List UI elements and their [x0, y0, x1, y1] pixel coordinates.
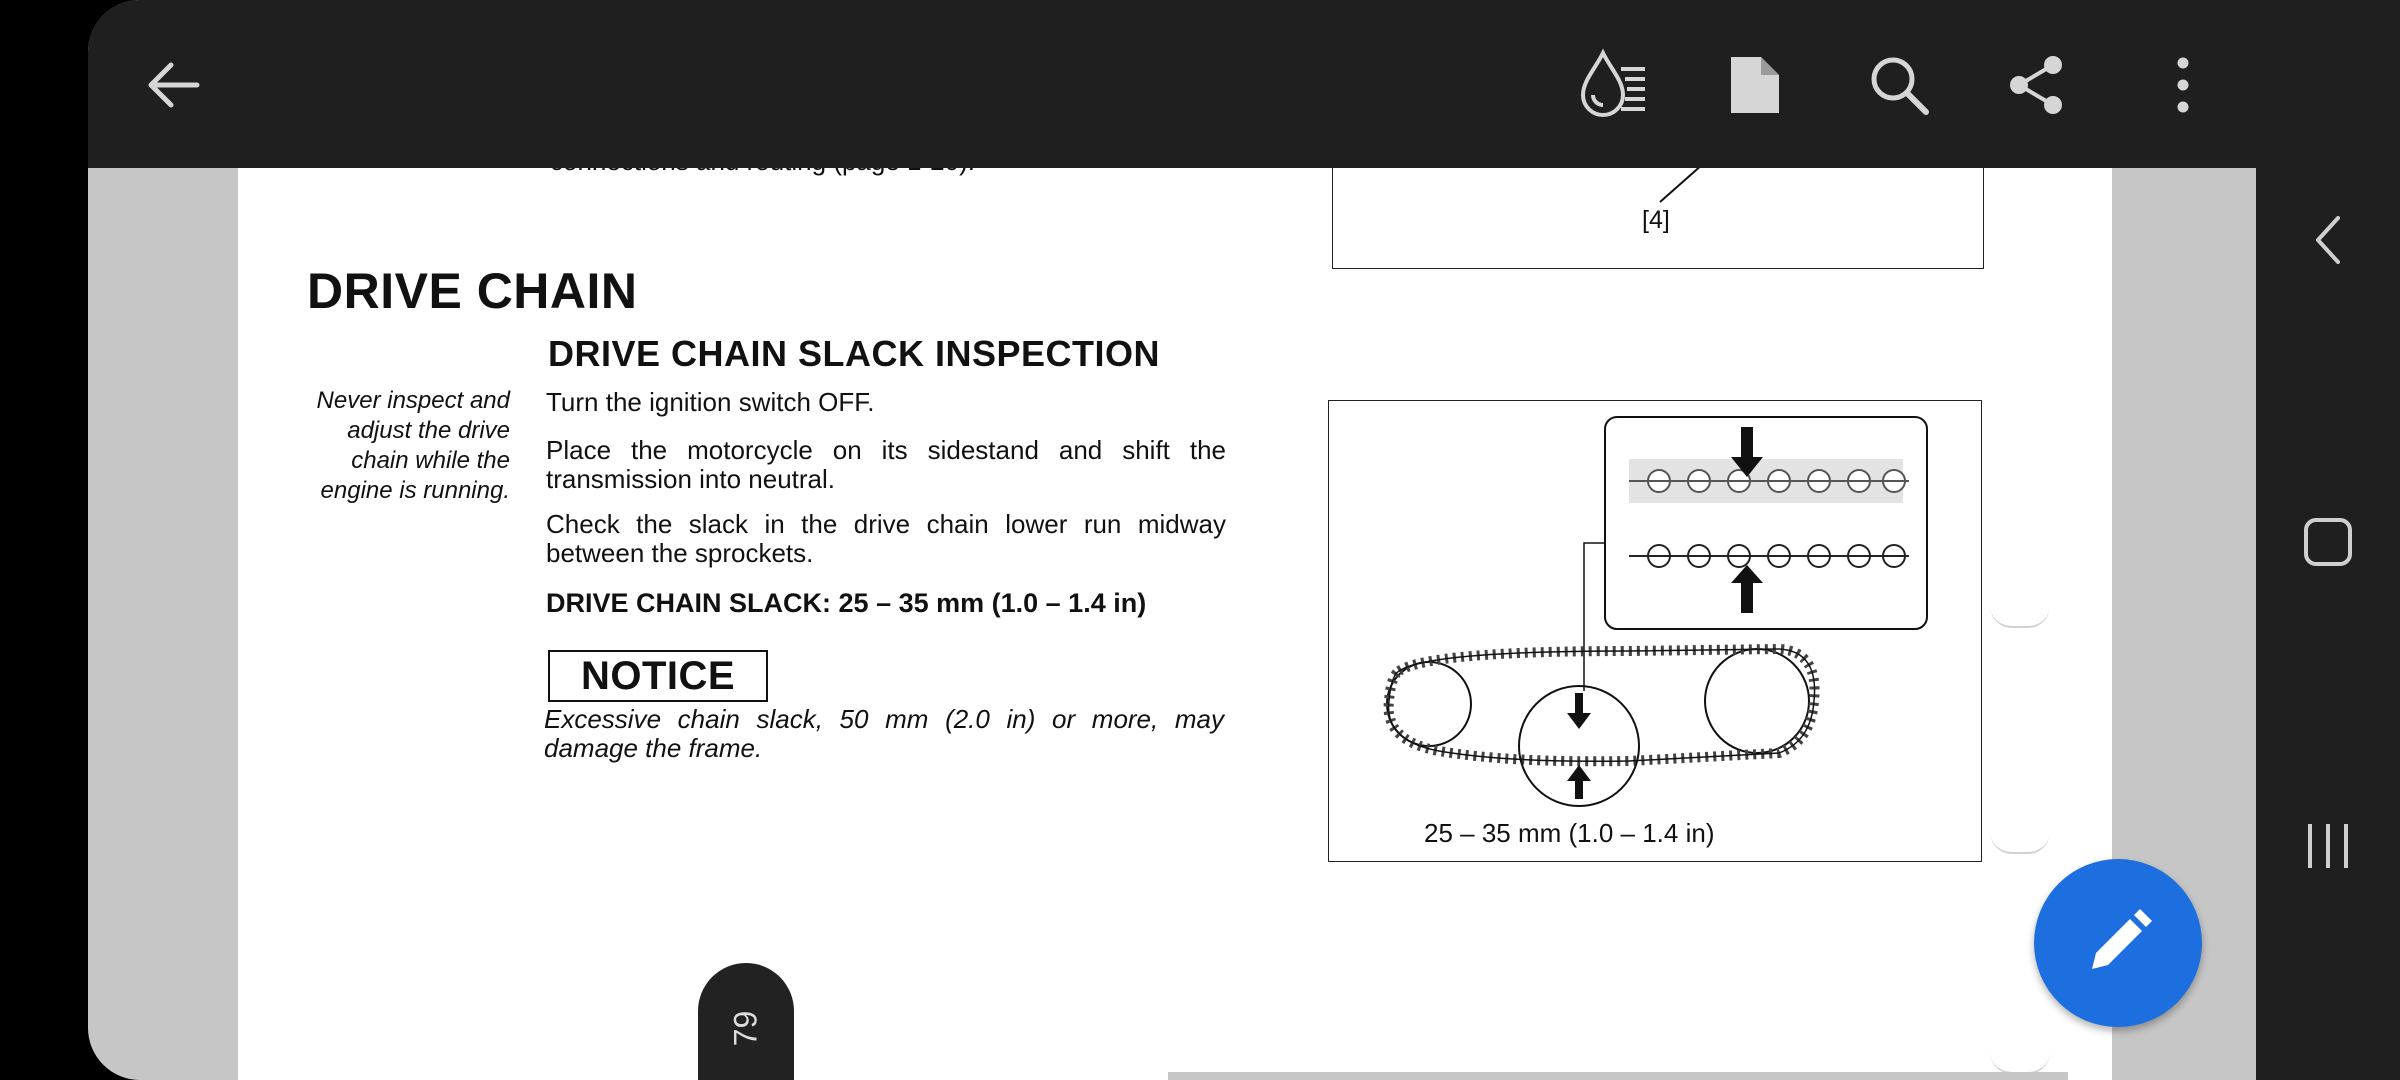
nav-home-button[interactable]: [2288, 502, 2368, 582]
share-button[interactable]: [1992, 40, 2082, 130]
top-toolbar: [88, 0, 2256, 168]
page-number: 79: [727, 1010, 764, 1046]
home-nav-icon: [2304, 518, 2352, 566]
scroll-marker: [1990, 832, 2050, 854]
reading-mode-button[interactable]: [1568, 40, 1658, 130]
search-button[interactable]: [1854, 40, 1944, 130]
more-options-button[interactable]: [2138, 40, 2228, 130]
notice-title: NOTICE: [548, 650, 768, 702]
figure-caption: 25 – 35 mm (1.0 – 1.4 in): [1424, 818, 1715, 848]
pdf-viewer-window: connections and routing (page 1-20). DRI…: [88, 0, 2256, 1080]
spec-label: DRIVE CHAIN SLACK:: [546, 588, 832, 618]
spec-line: DRIVE CHAIN SLACK: 25 – 35 mm (1.0 – 1.4…: [546, 588, 1146, 619]
system-navigation-bar: [2256, 0, 2400, 1080]
step-2: Place the motorcycle on its sidestand an…: [546, 435, 1226, 494]
nav-recents-button[interactable]: [2288, 806, 2368, 886]
recents-nav-icon: [2308, 824, 2348, 868]
figure-top-frame: [1332, 150, 1984, 269]
page-number-tab[interactable]: 79: [698, 963, 794, 1080]
more-vert-icon: [2177, 57, 2189, 113]
document-icon: [1731, 57, 1779, 113]
notice-text: Excessive chain slack, 50 mm (2.0 in) or…: [544, 704, 1224, 763]
chain-diagram: [1383, 416, 1928, 807]
section-title: DRIVE CHAIN: [307, 263, 638, 319]
document-button[interactable]: [1710, 40, 1800, 130]
warning-note: Never inspect and adjust the drive chain…: [316, 387, 510, 504]
page-edge: [1168, 1072, 2068, 1080]
subsection-title: DRIVE CHAIN SLACK INSPECTION: [548, 333, 1161, 374]
step-3: Check the slack in the drive chain lower…: [546, 509, 1226, 568]
arrow-left-icon: [148, 62, 200, 108]
nav-back-button[interactable]: [2288, 200, 2368, 280]
back-button[interactable]: [128, 40, 218, 130]
document-page[interactable]: connections and routing (page 1-20). DRI…: [238, 0, 2112, 1080]
search-icon: [1871, 57, 1929, 115]
step-1: Turn the ignition switch OFF.: [546, 387, 875, 417]
edit-fab-button[interactable]: [2034, 859, 2202, 1027]
figure-top-label: [4]: [1642, 206, 1670, 234]
chain-slack-figure: [1328, 400, 1982, 862]
pencil-icon: [2092, 909, 2152, 969]
scroll-marker: [1990, 606, 2050, 628]
share-icon: [2010, 56, 2062, 114]
spec-value: 25 – 35 mm (1.0 – 1.4 in): [838, 588, 1147, 618]
back-nav-icon: [2316, 216, 2340, 264]
reading-mode-icon: [1580, 48, 1645, 117]
